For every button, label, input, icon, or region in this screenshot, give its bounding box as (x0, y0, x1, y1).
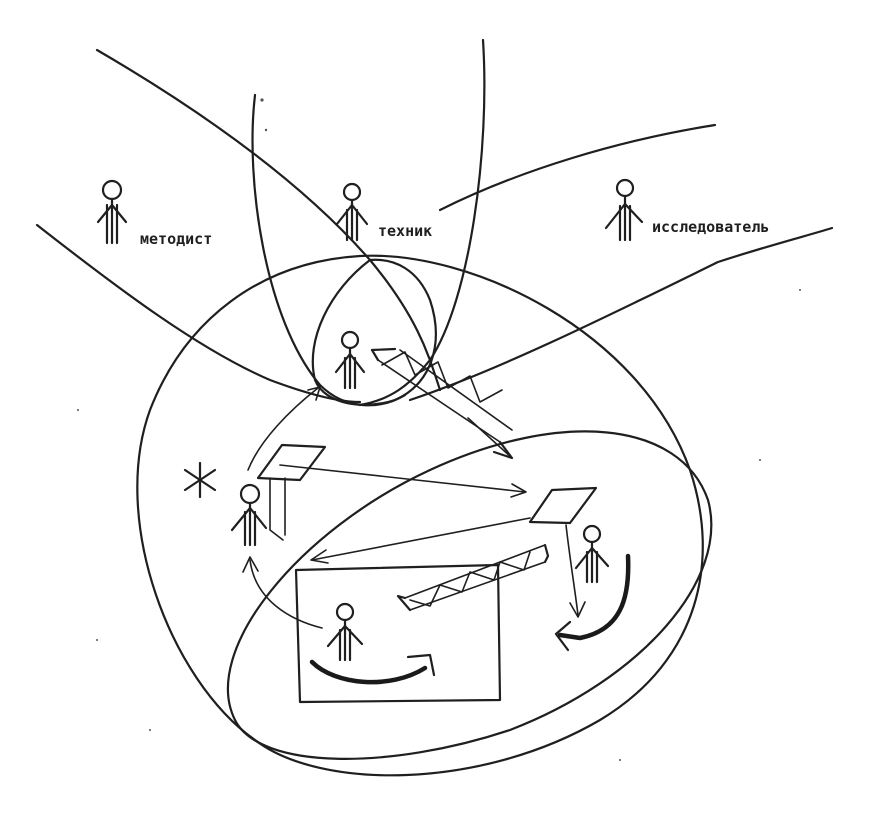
label-researcher: исследователь (652, 218, 769, 236)
paper-specks (77, 98, 801, 761)
truss-arrow-bottom (396, 543, 550, 612)
arrow-right-to-board (311, 517, 531, 561)
inner-ellipse (226, 430, 713, 760)
figure-researcher (604, 178, 644, 242)
curve-left-parabola (251, 93, 407, 407)
arrow-up-to-loop (247, 387, 319, 471)
figure-right-middle (574, 524, 610, 584)
bold-arrow-box-cycle (309, 659, 428, 685)
line-left-figure-sheet (269, 477, 284, 541)
board-rectangle (294, 563, 502, 704)
sheet-right (528, 486, 598, 525)
label-methodist: методист (140, 230, 212, 248)
curve-upper-right (438, 123, 717, 212)
figure-technician (335, 182, 369, 242)
outer-oval (136, 254, 704, 777)
arrow-board-to-left (249, 559, 323, 629)
figure-left-middle (230, 483, 268, 547)
curve-right-tall (358, 38, 486, 407)
arrow-right-down (565, 524, 579, 616)
curve-lower-left (35, 223, 362, 404)
figure-in-box (326, 602, 364, 662)
figure-methodist (96, 179, 128, 245)
bold-arrow-right-cycle (557, 553, 631, 641)
sheet-left (256, 443, 327, 482)
curve-diagonal-upper-left (95, 48, 442, 392)
figure-top-loop (334, 330, 366, 390)
arrow-left-to-right (279, 464, 526, 493)
truss-arrow-top (370, 347, 514, 460)
curve-right-lower (408, 226, 834, 402)
label-technician: техник (378, 222, 432, 240)
asterisk-mark (183, 461, 217, 499)
